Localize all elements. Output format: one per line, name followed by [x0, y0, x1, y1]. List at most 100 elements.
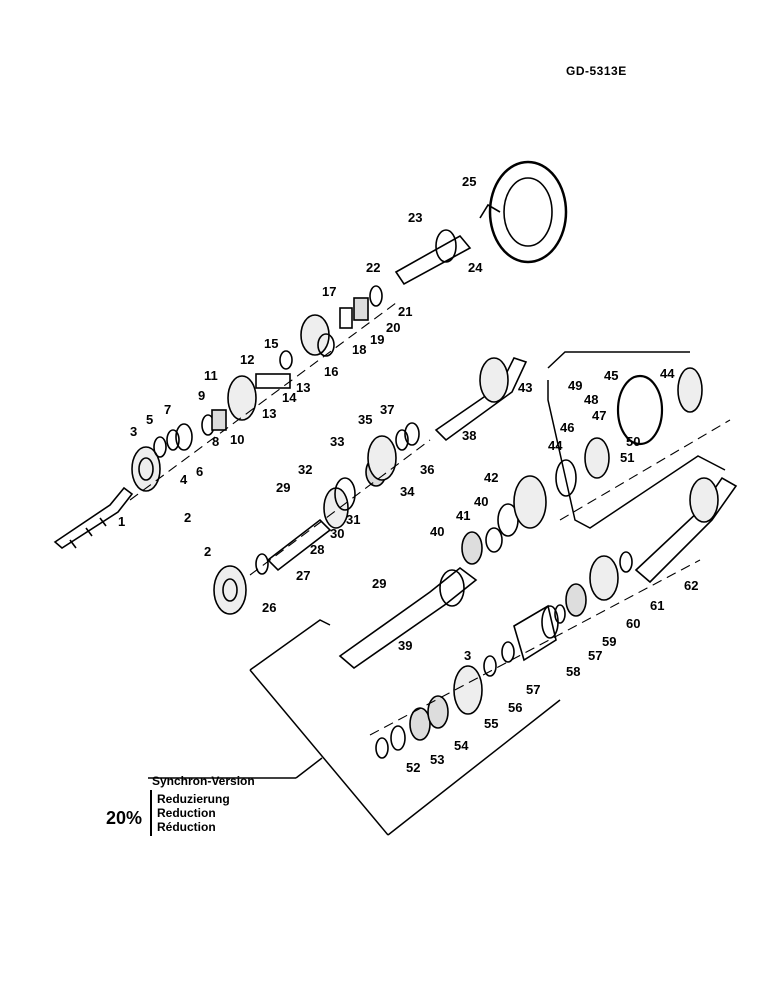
label-18: 18 [352, 342, 366, 357]
ring-37 [404, 422, 420, 446]
gear-2-top [131, 446, 161, 492]
bearing-17 [339, 307, 353, 329]
bearing-10 [211, 409, 227, 431]
pinion-shaft [394, 234, 472, 286]
label-59: 59 [602, 634, 616, 649]
ring-5 [166, 429, 180, 451]
synchron-frame [148, 351, 726, 836]
legend-bracket [150, 790, 155, 836]
label-17: 17 [322, 284, 336, 299]
ring-53 [390, 725, 406, 751]
label-31: 31 [346, 512, 360, 527]
gear-12 [227, 375, 257, 421]
label-44a: 44 [660, 366, 675, 381]
label-3b: 3 [464, 648, 471, 663]
shaft-39 [338, 566, 478, 670]
label-41: 41 [456, 508, 470, 523]
collar-24 [435, 229, 457, 263]
label-55: 55 [484, 716, 498, 731]
label-46: 46 [560, 420, 574, 435]
label-9: 9 [198, 388, 205, 403]
label-58: 58 [566, 664, 580, 679]
label-4: 4 [180, 472, 188, 487]
label-53: 53 [430, 752, 444, 767]
label-8: 8 [212, 434, 219, 449]
shaft-28 [266, 518, 332, 572]
label-30: 30 [330, 526, 344, 541]
label-45: 45 [604, 368, 618, 383]
label-47: 47 [592, 408, 606, 423]
gear-26 [213, 565, 247, 615]
label-29b: 29 [372, 576, 386, 591]
label-2: 2 [184, 510, 191, 525]
label-50: 50 [626, 434, 640, 449]
label-33: 33 [330, 434, 344, 449]
label-1: 1 [118, 514, 125, 529]
label-3: 3 [130, 424, 137, 439]
label-14: 14 [282, 390, 297, 405]
ring-35 [395, 429, 409, 451]
ring-40b [485, 527, 503, 553]
label-54: 54 [454, 738, 469, 753]
legend-line-2: Reduction [157, 806, 216, 820]
ring-3 [153, 436, 167, 458]
label-16: 16 [324, 364, 338, 379]
label-61: 61 [650, 598, 664, 613]
label-35: 35 [358, 412, 372, 427]
label-2b: 2 [204, 544, 211, 559]
ring-57b [554, 604, 566, 624]
gear-42 [513, 475, 547, 529]
label-43: 43 [518, 380, 532, 395]
label-51: 51 [620, 450, 634, 465]
label-28: 28 [310, 542, 324, 557]
gear-30 [323, 487, 349, 529]
label-12: 12 [240, 352, 254, 367]
label-57a: 57 [526, 682, 540, 697]
label-52: 52 [406, 760, 420, 775]
label-34: 34 [400, 484, 415, 499]
label-39: 39 [398, 638, 412, 653]
label-10: 10 [230, 432, 244, 447]
ring-27 [255, 553, 269, 575]
ring-61 [619, 551, 633, 573]
hub-46 [584, 437, 610, 479]
label-62: 62 [684, 578, 698, 593]
sleeve-58 [513, 604, 557, 662]
label-32: 32 [298, 462, 312, 477]
label-36: 36 [420, 462, 434, 477]
label-11: 11 [204, 368, 218, 383]
label-37: 37 [380, 402, 394, 417]
input-shaft [53, 486, 134, 549]
label-21: 21 [398, 304, 412, 319]
ring-44a [555, 459, 577, 497]
legend-line-1: Reduzierung [157, 792, 230, 806]
bearing-54b [427, 695, 449, 729]
label-22: 22 [366, 260, 380, 275]
bearing-19 [353, 297, 369, 321]
label-48: 48 [584, 392, 598, 407]
ring-44b [677, 367, 703, 413]
legend-percent: 20% [106, 808, 143, 828]
label-26: 26 [262, 600, 276, 615]
bearing-41 [461, 531, 483, 565]
label-13b: 13 [296, 380, 310, 395]
ring-57a [501, 641, 515, 663]
gear-16 [300, 314, 330, 356]
label-27: 27 [296, 568, 310, 583]
label-19: 19 [370, 332, 384, 347]
label-7: 7 [164, 402, 171, 417]
label-49: 49 [568, 378, 582, 393]
label-15: 15 [264, 336, 278, 351]
label-57b: 57 [588, 648, 602, 663]
shaft-62 [634, 476, 738, 584]
label-38: 38 [462, 428, 476, 443]
label-56: 56 [508, 700, 522, 715]
label-25: 25 [462, 174, 476, 189]
ring-21 [369, 285, 383, 307]
bearing-59 [565, 583, 587, 617]
label-44b: 44 [548, 438, 563, 453]
gear-55 [453, 665, 483, 715]
gear-31 [334, 477, 356, 511]
label-60: 60 [626, 616, 640, 631]
